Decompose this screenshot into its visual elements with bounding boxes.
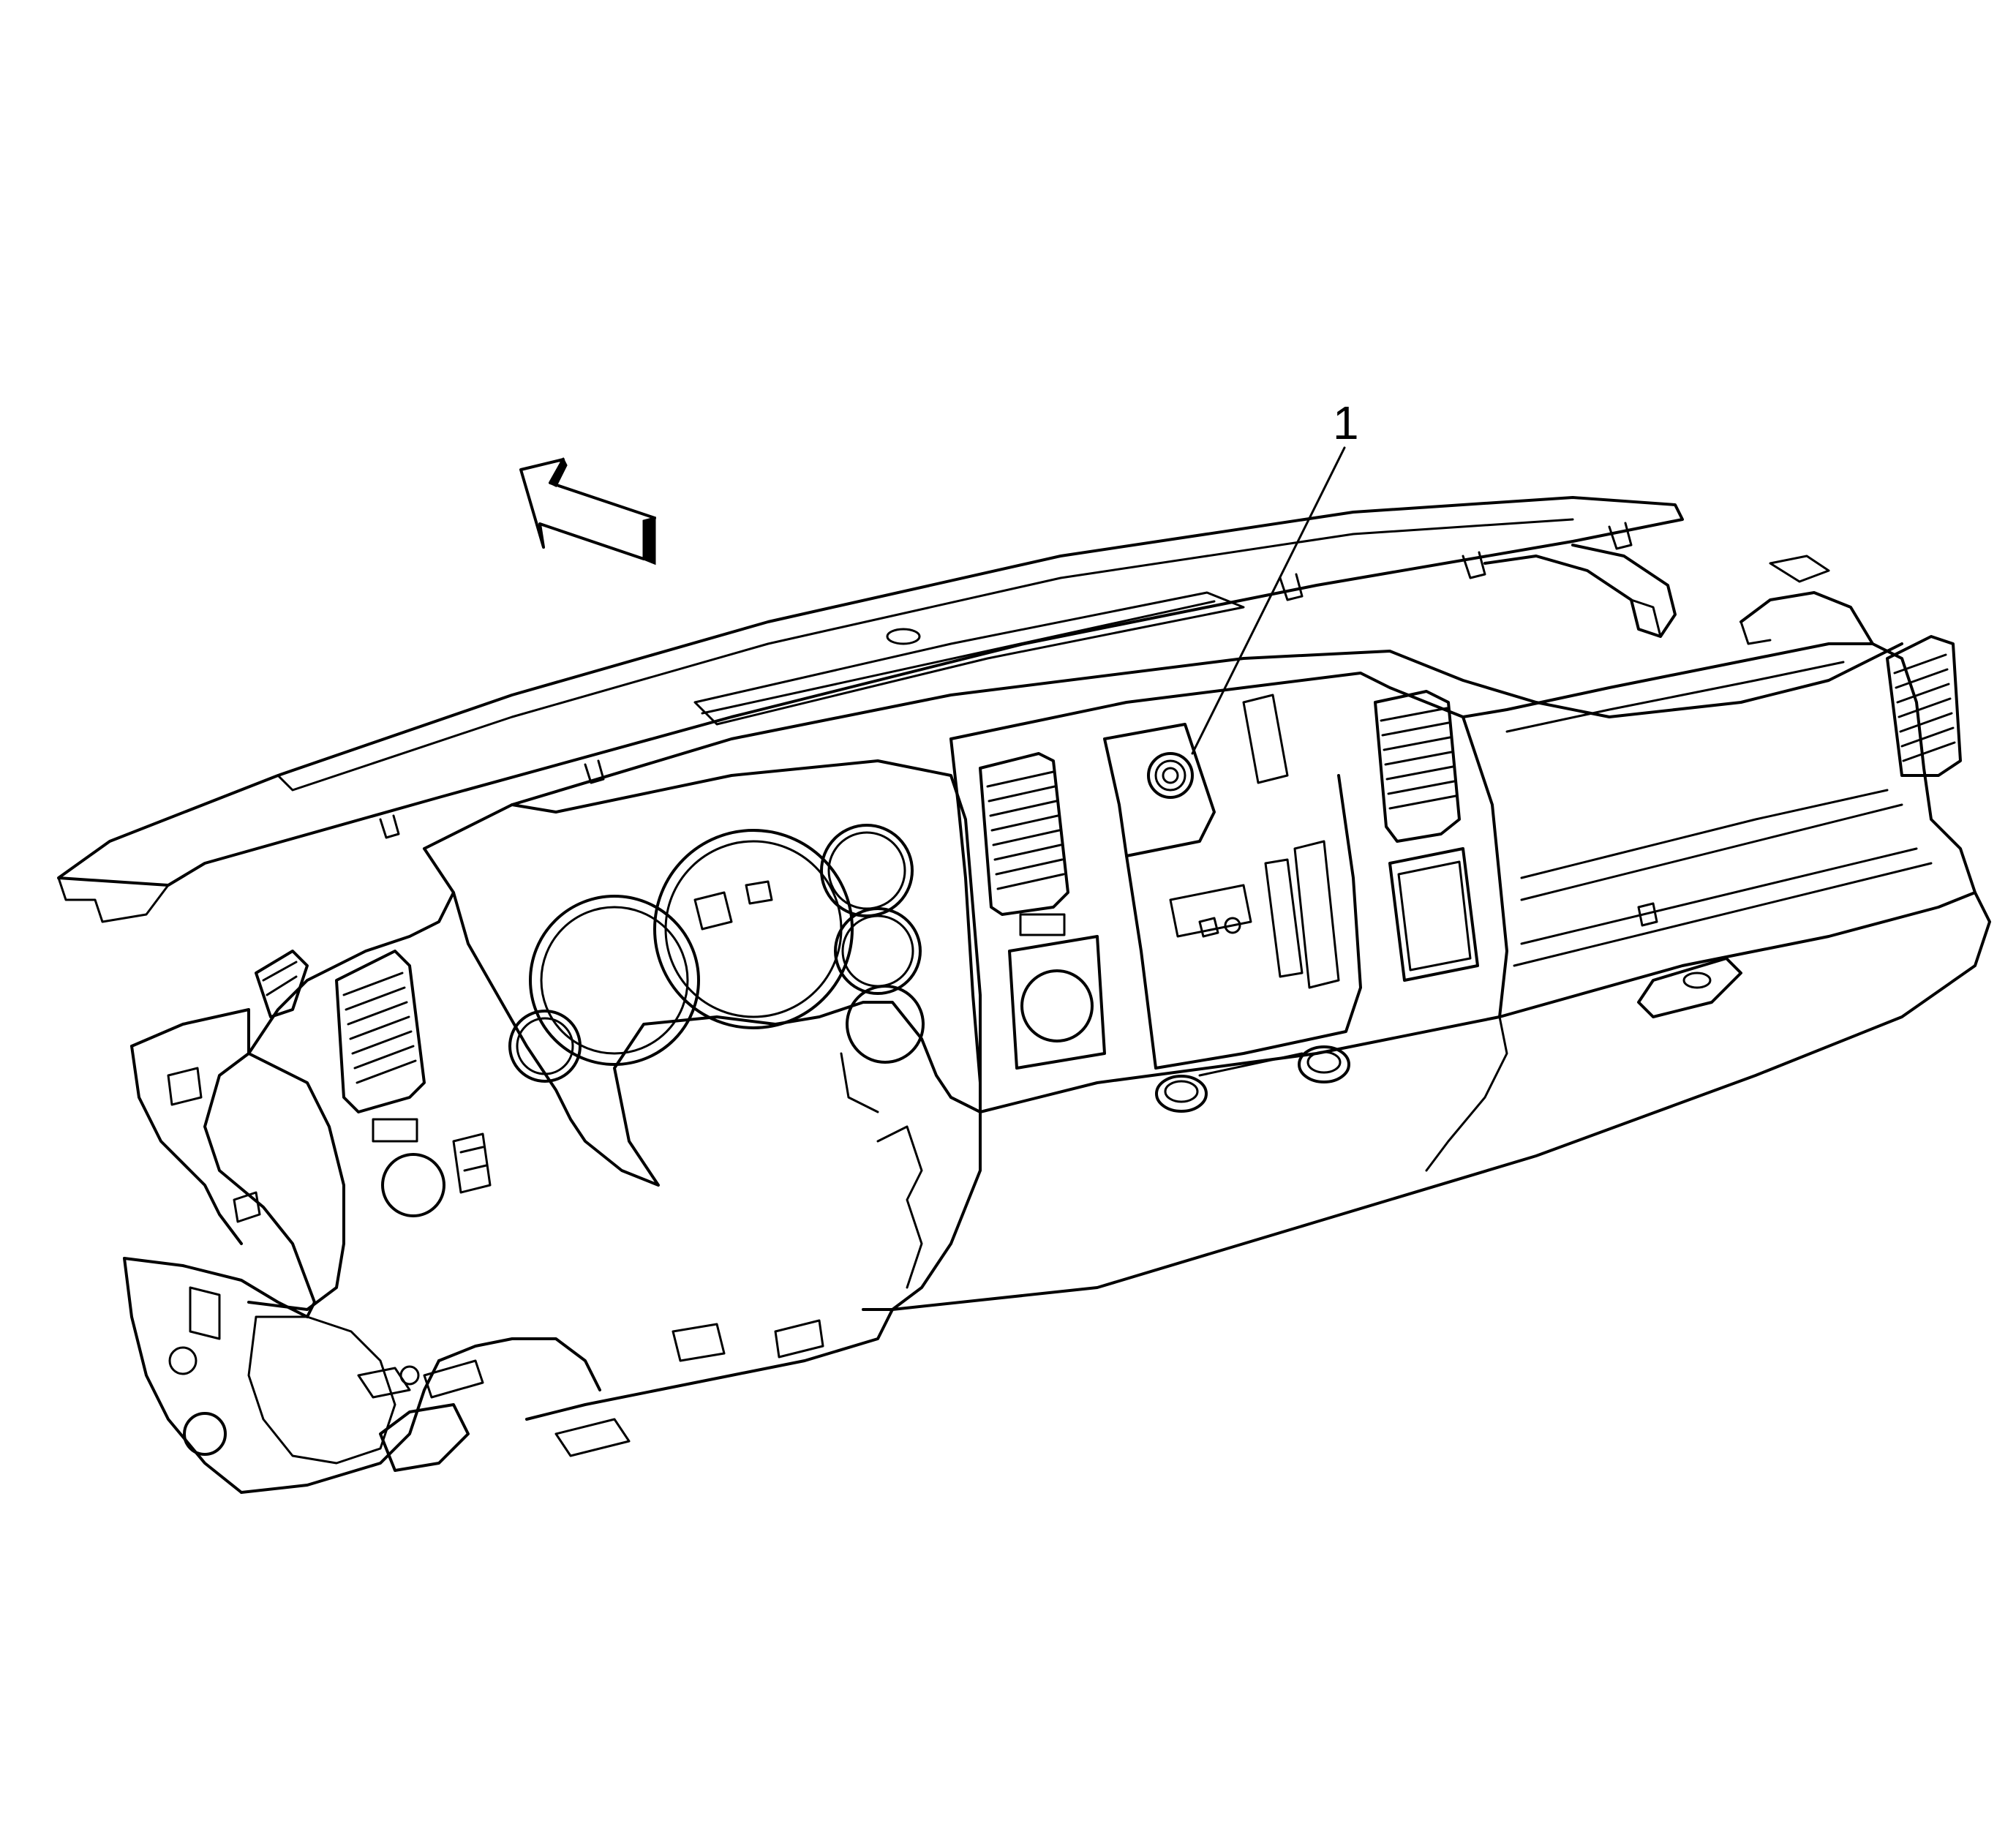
upper-trim-panel bbox=[57, 496, 1684, 923]
left-air-vent bbox=[255, 950, 492, 1217]
callout-1: 1 bbox=[1191, 397, 1359, 755]
forward-arrow-icon bbox=[519, 456, 656, 566]
center-stack bbox=[949, 672, 1508, 1113]
instrument-panel-carrier bbox=[247, 642, 1991, 1311]
callout-label: 1 bbox=[1333, 397, 1359, 449]
steering-column-opening bbox=[357, 1052, 923, 1472]
right-side-panel bbox=[1462, 555, 1976, 1018]
instrument-cluster bbox=[508, 824, 925, 1083]
left-end-bracket bbox=[123, 1008, 440, 1494]
instrument-panel-module bbox=[1103, 723, 1216, 857]
